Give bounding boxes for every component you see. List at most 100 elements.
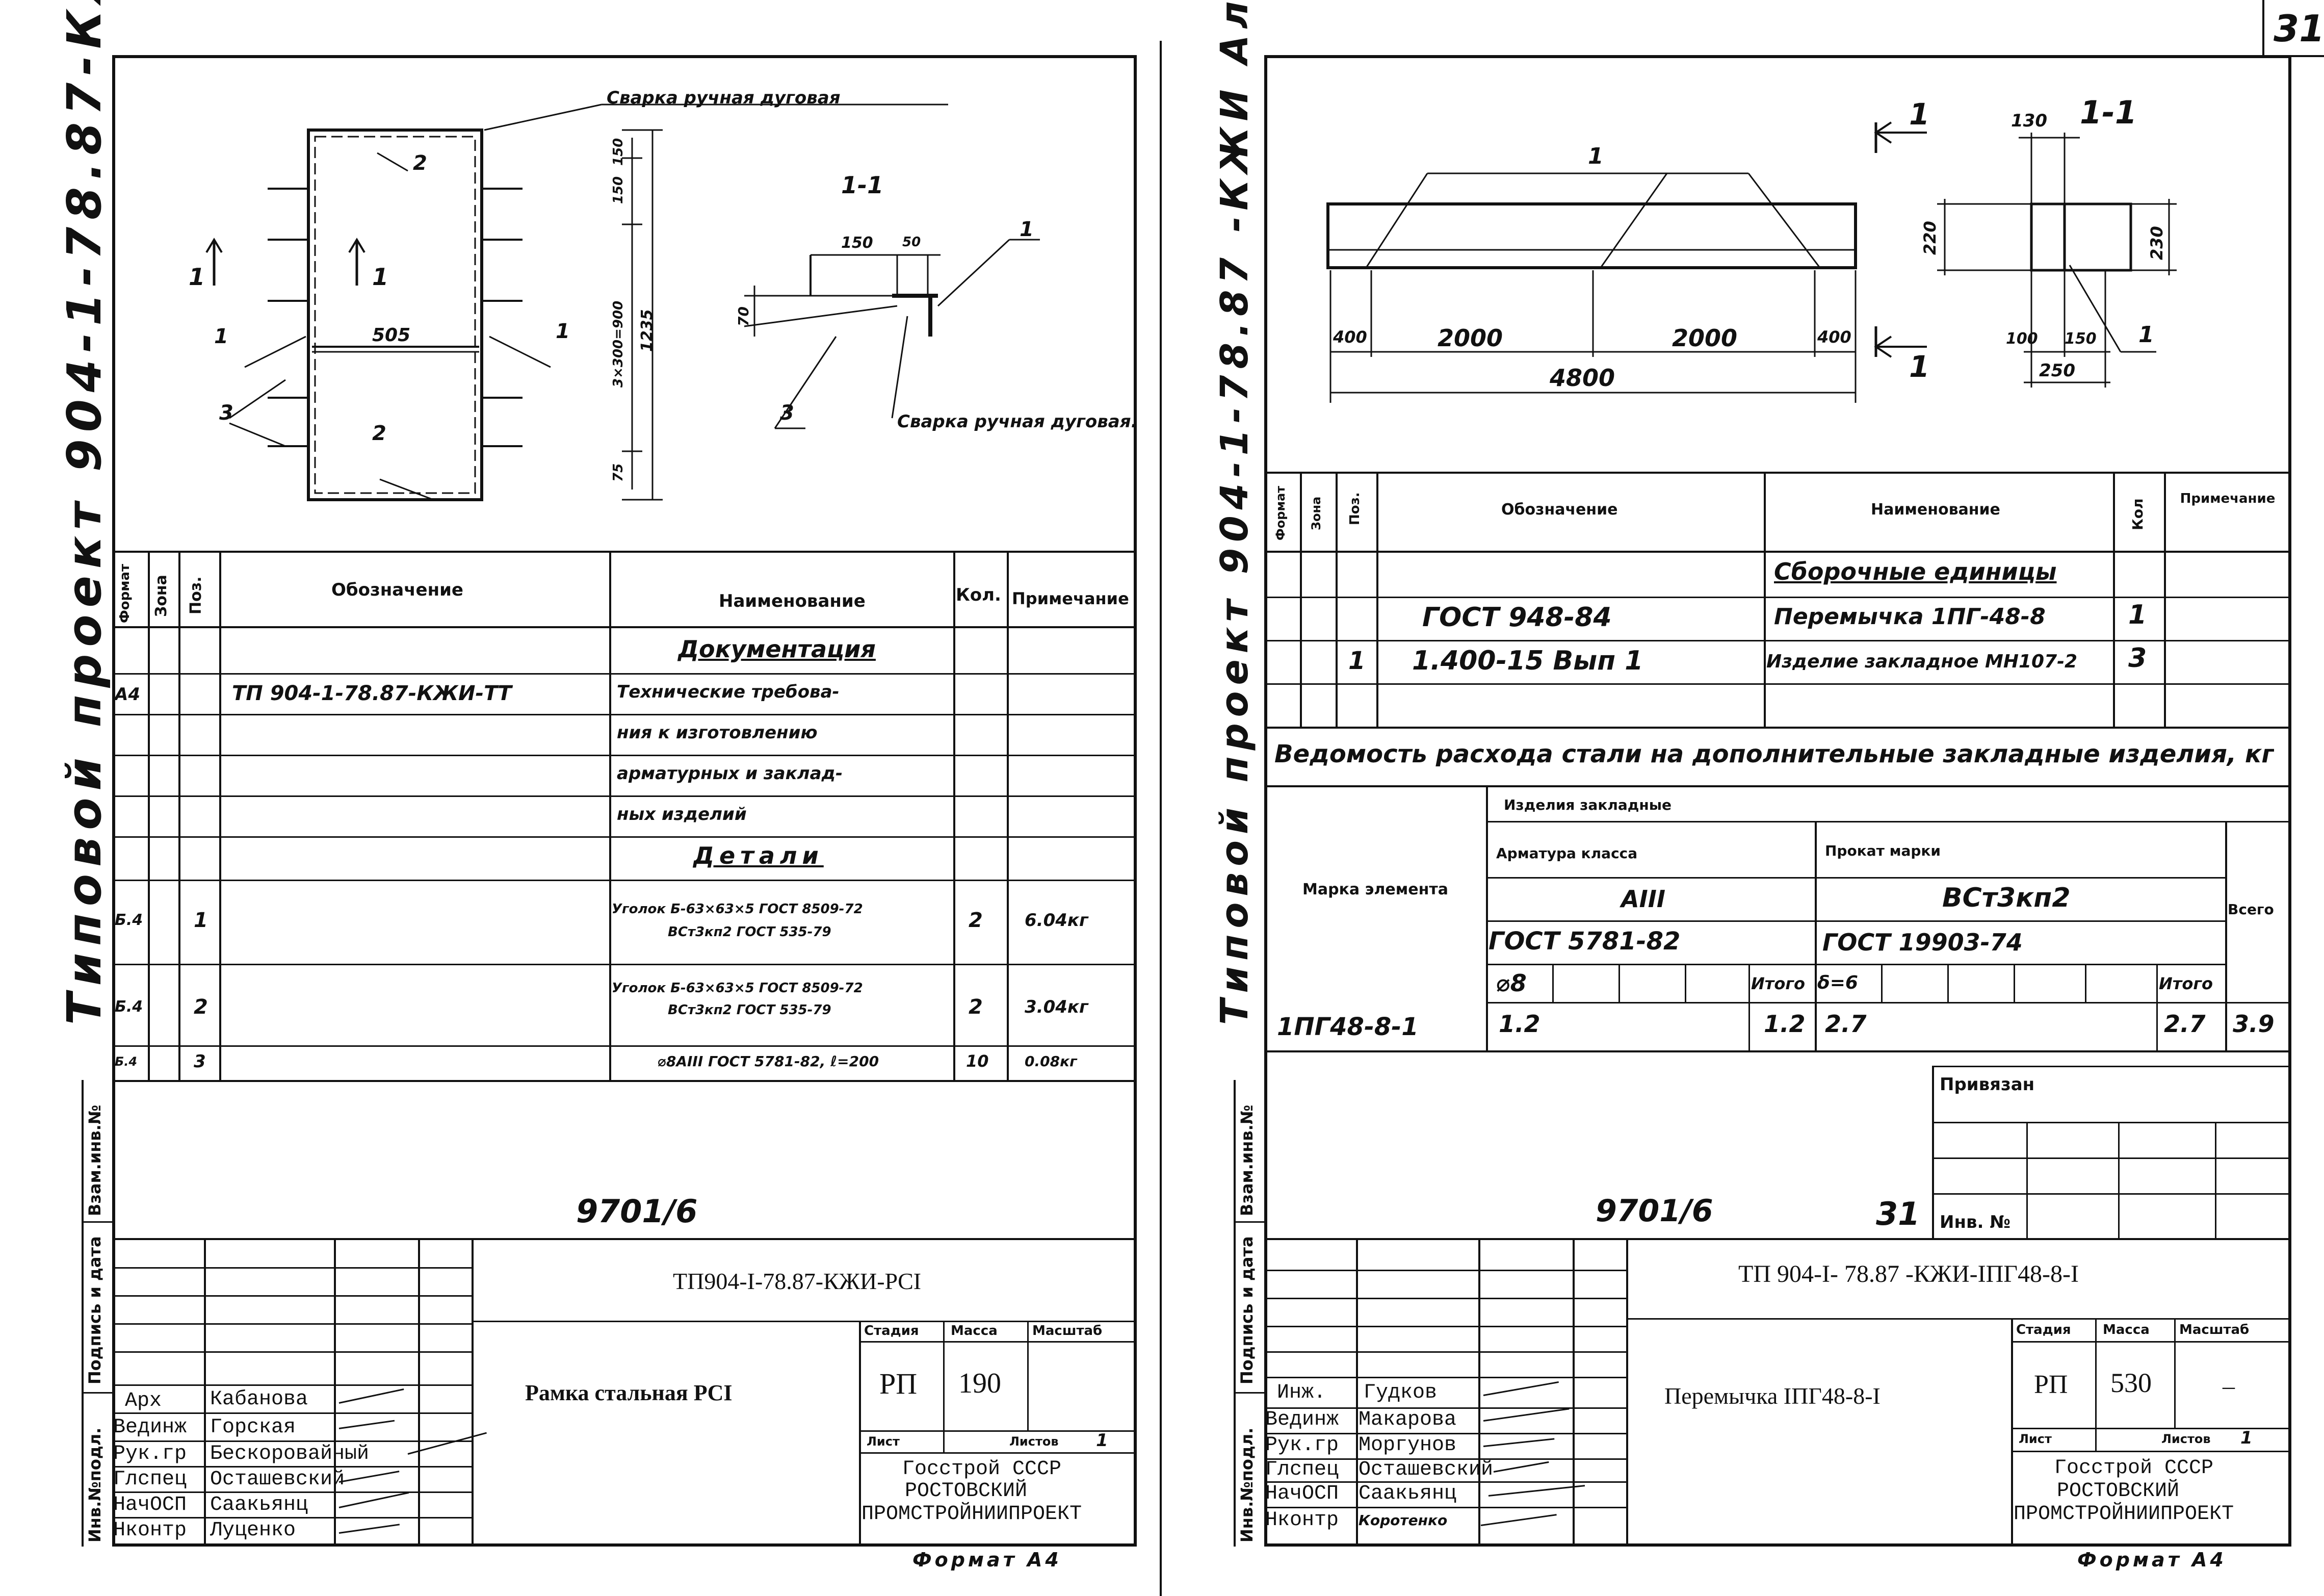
left-tb-person-5: Саакьянц (210, 1494, 308, 1516)
right-row-1-designation: ГОСТ 948-84 (1422, 602, 1612, 633)
left-side-label-inv: Инв.№подл. (85, 1427, 105, 1542)
steel-rebar-class: Арматура класса (1496, 845, 1638, 862)
left-tb-role-3: Рук.гр (113, 1443, 187, 1465)
left-pos-2-bottom: 2 (372, 422, 386, 445)
right-tb-person-1: Гудков (1364, 1381, 1438, 1404)
right-page-mark: 31 (1876, 1195, 1920, 1232)
left-hdr-format: Формат (117, 563, 133, 623)
left-row-1-pos: 1 (194, 909, 208, 932)
steel-value-itogo-2: 2.7 (2164, 1010, 2206, 1038)
right-tb-code: ТП 904-I- 78.87 -КЖИ-IПГ48-8-I (1738, 1260, 2079, 1288)
right-row-1-name: Перемычка 1ПГ-48-8 (1774, 604, 2046, 630)
dim-75: 75 (611, 463, 626, 482)
right-tb-role-2: Вединж (1265, 1408, 1339, 1431)
left-side-label-podpis: Подпись и дата (85, 1236, 105, 1384)
right-pos-1: 1 (1588, 143, 1604, 169)
steel-mark-header: Марка элемента (1302, 881, 1448, 898)
right-tb-person-3: Моргунов (1359, 1434, 1457, 1457)
right-row-2-designation: 1.400-15 Вып 1 (1412, 646, 1643, 676)
left-pos-1-right: 1 (556, 320, 570, 343)
left-tb-role-1: Арх (125, 1389, 162, 1412)
right-dim-100: 100 (2006, 330, 2038, 348)
left-side-title: Типовой проект 904-1-78.87-КЖИ Альбом 6 (57, 0, 112, 1025)
right-dim-250: 250 (2039, 361, 2075, 381)
right-dim-150: 150 (2065, 330, 2097, 348)
right-hdr-zone: Зона (1309, 496, 1323, 530)
steel-gost-rebar: ГОСТ 5781-82 (1489, 927, 1681, 956)
right-dim-4800: 4800 (1550, 364, 1615, 392)
left-tb-stage-label: Стадия (864, 1323, 919, 1338)
section-label: 1-1 (841, 171, 884, 199)
steel-rolled-grade: Прокат марки (1825, 842, 1941, 859)
left-sheet-frame (112, 55, 1137, 1547)
right-tb-sheet-label: Лист (2019, 1432, 2052, 1446)
left-row-1-note: 6.04кг (1025, 910, 1088, 931)
left-tb-role-6: Нконтр (113, 1519, 187, 1542)
left-row-2-qty: 2 (969, 995, 983, 1019)
right-cut-bottom: 1 (1909, 349, 1930, 384)
left-pos-3: 3 (219, 401, 233, 425)
left-row-3-qty: 10 (966, 1051, 989, 1071)
steel-gost-rolled: ГОСТ 19903-74 (1822, 929, 2023, 956)
page-number: 31 (2274, 7, 2324, 50)
right-section-label: 1-1 (2080, 94, 2137, 131)
left-tb-mass: 190 (958, 1368, 1001, 1399)
left-row-2-pos: 2 (194, 995, 208, 1019)
left-row-1-format: Б.4 (115, 911, 143, 929)
left-row-2-note: 3.04кг (1025, 997, 1088, 1017)
right-tb-sheets-label: Листов (2161, 1432, 2211, 1446)
right-tb-person-4: Осташевский (1359, 1458, 1494, 1481)
right-hdr-note: Примечание (2180, 491, 2276, 506)
right-tb-person-2: Макарова (1359, 1408, 1457, 1431)
left-doc-name-line-4: ных изделий (617, 804, 747, 825)
left-tb-org-3: ПРОМСТРОЙНИИПРОЕКТ (861, 1503, 1082, 1526)
left-cut-mark-1b: 1 (372, 263, 389, 291)
left-hdr-qty: Кол. (956, 585, 1001, 605)
right-tb-scale: – (2223, 1373, 2235, 1400)
left-hdr-name: Наименование (719, 591, 866, 611)
steel-class-value: АIII (1621, 885, 1665, 913)
left-doc-designation: ТП 904-1-78.87-КЖИ-ТТ (232, 682, 512, 705)
right-dim-230: 230 (2147, 226, 2166, 260)
right-tb-name: Перемычка IПГ48-8-I (1664, 1383, 1881, 1409)
left-row-3-pos: 3 (194, 1051, 206, 1072)
right-tb-sheets: 1 (2240, 1428, 2253, 1448)
right-row-2-qty: 3 (2128, 643, 2147, 674)
right-tb-role-3: Рук.гр (1265, 1434, 1339, 1457)
right-inv-label: Инв. № (1940, 1212, 2011, 1232)
steel-total-header: Всего (2228, 901, 2274, 918)
right-side-label-podpis: Подпись и дата (1237, 1236, 1257, 1384)
right-tb-org-1: Госстрой СССР (2054, 1457, 2214, 1480)
steel-itogo-2: Итого (2159, 974, 2213, 993)
left-row-3-format: Б.4 (115, 1054, 138, 1069)
steel-d8: ⌀8 (1496, 969, 1527, 997)
right-tb-mass: 530 (2110, 1368, 2152, 1398)
left-row-1-name-bottom: ВСт3кп2 ГОСТ 535-79 (668, 924, 831, 940)
right-tb-role-6: Нконтр (1265, 1509, 1339, 1532)
left-tb-person-2: Горская (210, 1416, 296, 1439)
left-tb-org-1: Госстрой СССР (902, 1458, 1062, 1481)
left-doc-name-line-1: Технические требова- (617, 682, 840, 702)
right-tb-stage-label: Стадия (2016, 1322, 2071, 1337)
left-pos-2-top: 2 (413, 151, 427, 175)
left-tb-role-5: НачОСП (113, 1494, 187, 1516)
dim-70: 70 (735, 306, 752, 326)
right-sheet-frame (1264, 55, 2291, 1547)
left-row-1-qty: 2 (969, 909, 983, 932)
right-row-2-pos: 1 (1348, 647, 1366, 675)
left-tb-stage: РП (879, 1367, 918, 1400)
page-number-divider (2262, 0, 2264, 56)
right-dim-2000b: 2000 (1672, 324, 1738, 352)
left-row-2-format: Б.4 (115, 998, 143, 1016)
steel-mark: 1ПГ48-8-1 (1277, 1013, 1419, 1041)
left-archive-no: 9701/6 (576, 1193, 698, 1230)
steel-value-d8: 1.2 (1499, 1010, 1540, 1038)
left-side-label-vzam: Взам.инв.№ (85, 1104, 105, 1216)
left-tb-org-2: РОСТОВСКИЙ (905, 1480, 1028, 1503)
left-row-3-note: 0.08кг (1025, 1053, 1077, 1070)
steel-title: Ведомость расхода стали на дополнительны… (1274, 742, 2275, 766)
right-format-label: Формат А4 (2077, 1549, 2227, 1571)
right-section-pos-1: 1 (2138, 322, 2154, 348)
left-doc-name-line-3: арматурных и заклад- (617, 763, 843, 784)
right-hdr-name: Наименование (1871, 501, 2000, 519)
